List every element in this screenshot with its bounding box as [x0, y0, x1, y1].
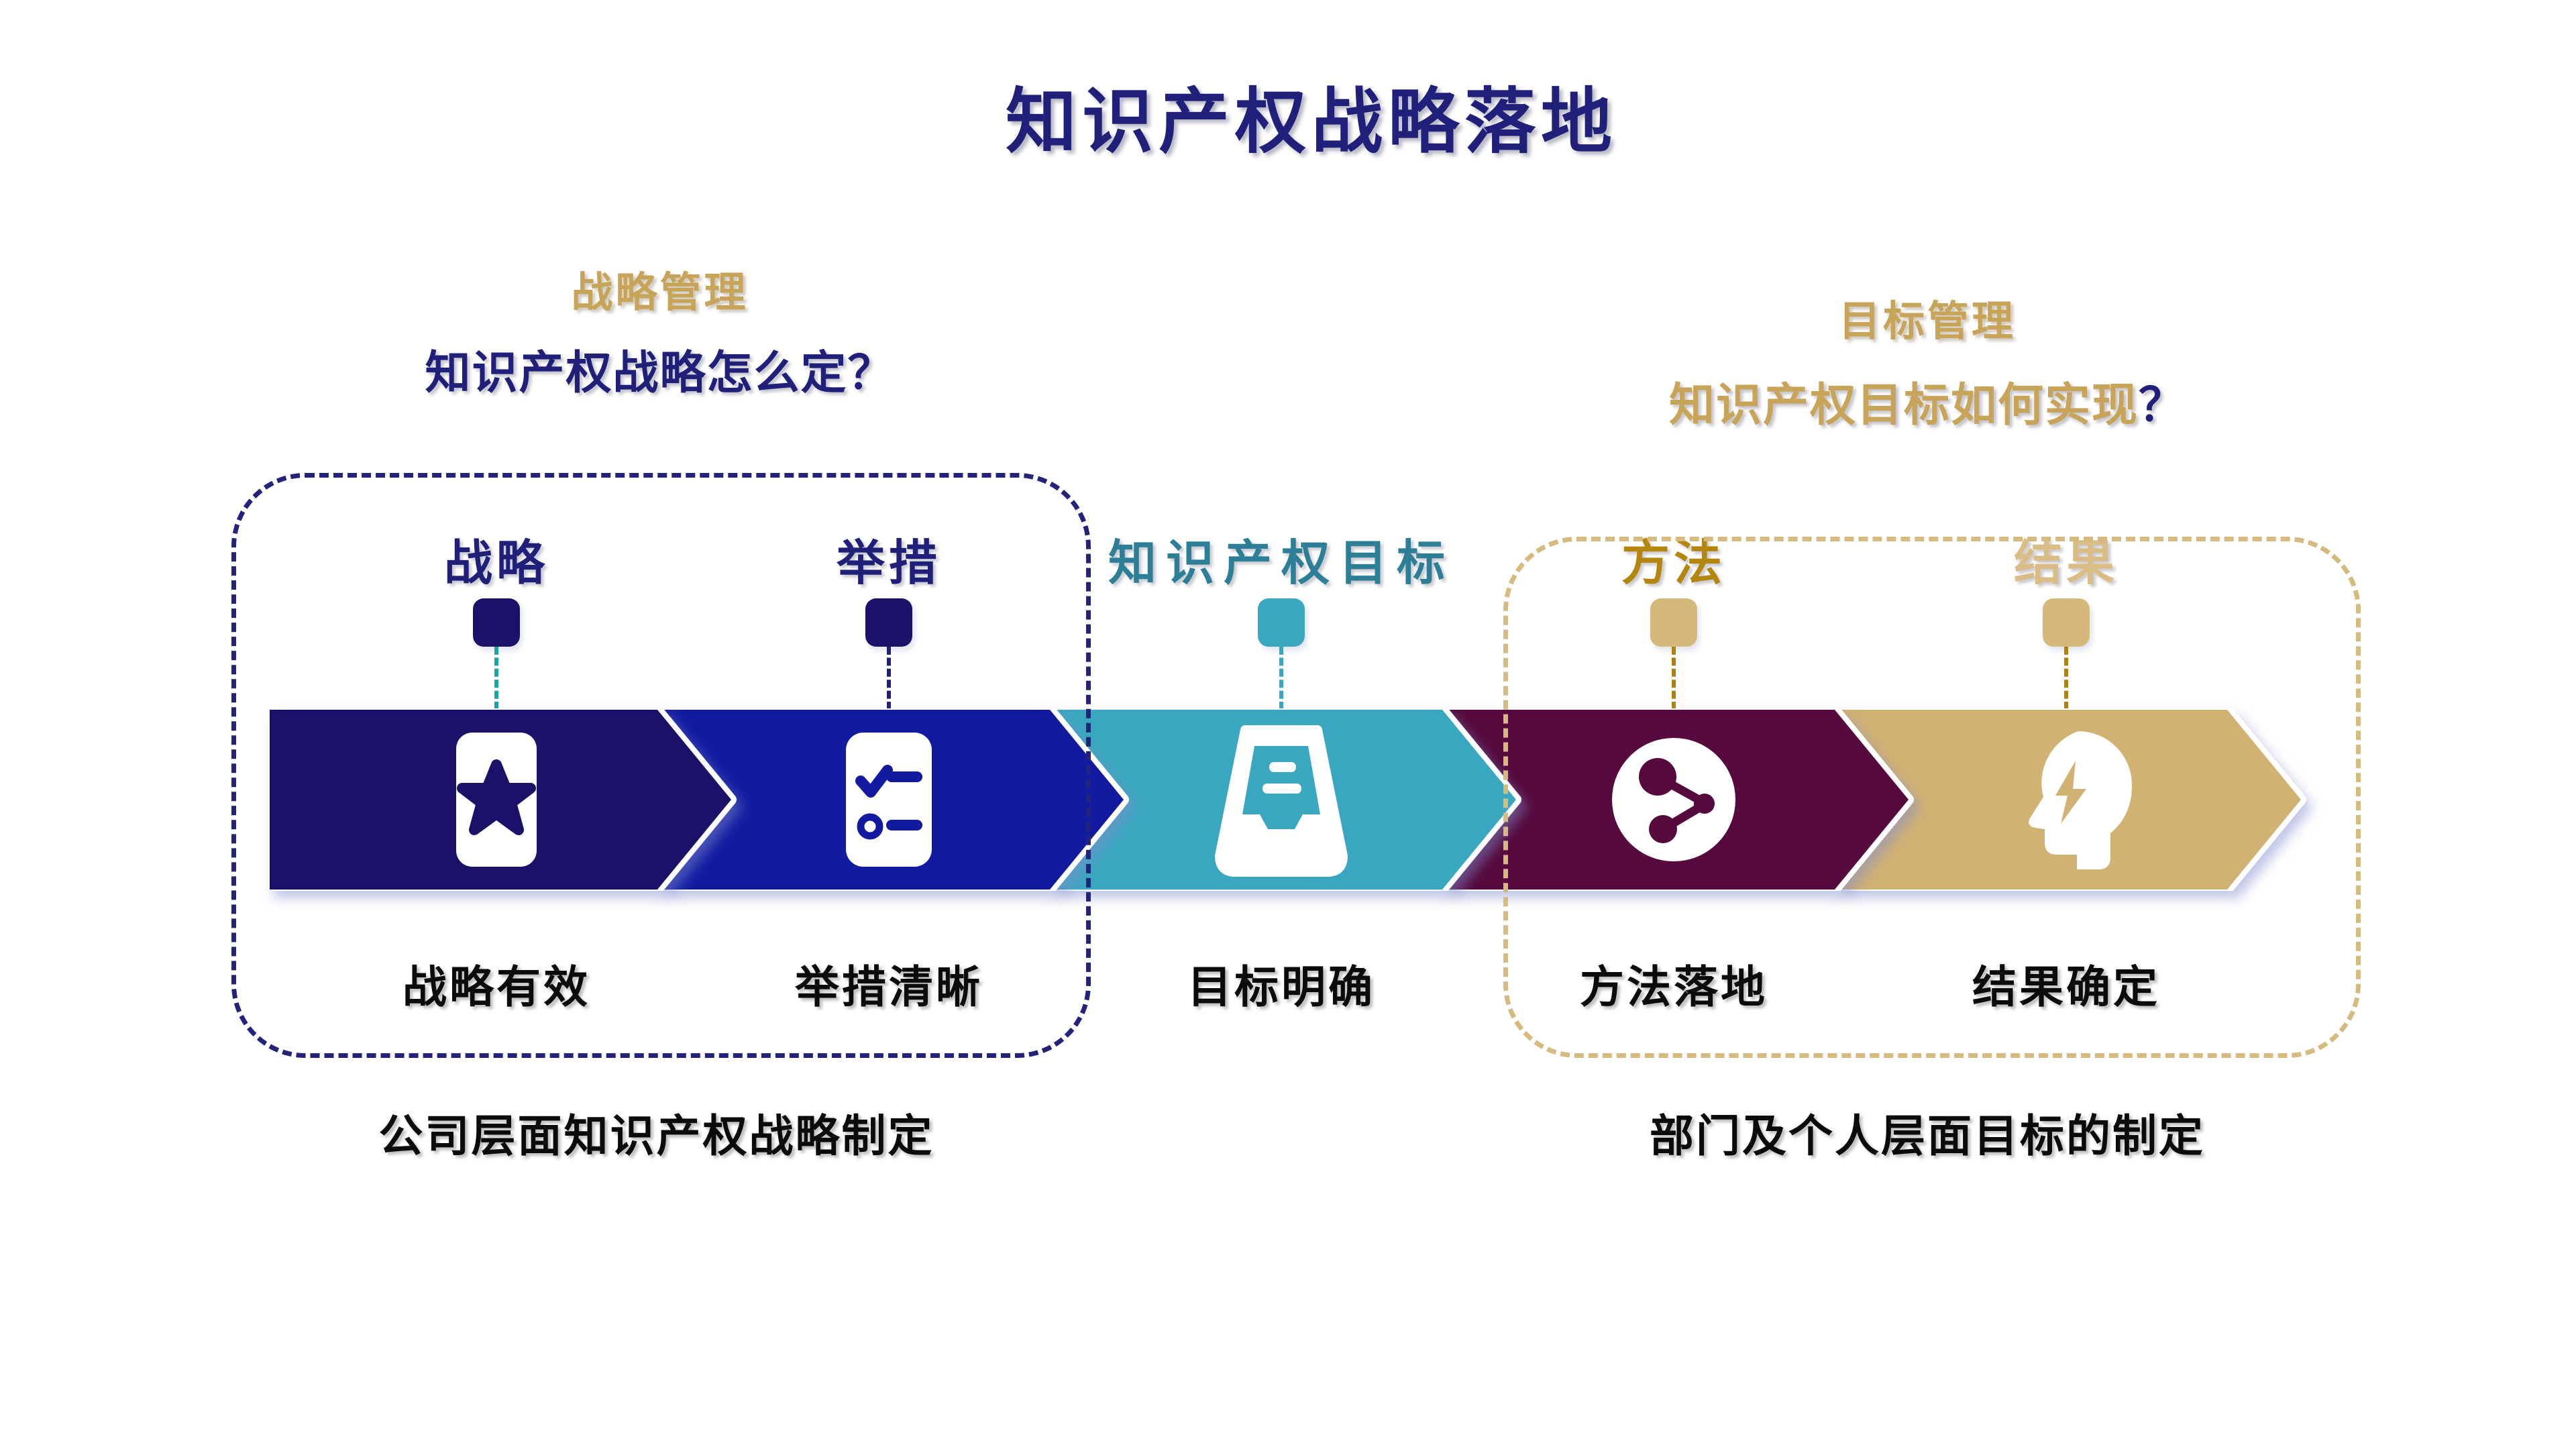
arrow-ip-goal	[1053, 708, 1521, 891]
goal-group-box	[1503, 537, 2361, 1058]
share-nodes-icon	[1612, 738, 1735, 861]
step-sublabel-result: 结果确定	[1972, 962, 2160, 1012]
goal-question-text: 知识产权目标如何实现	[1668, 380, 2139, 431]
step-sublabel-method: 方法落地	[1580, 962, 1768, 1012]
head-bolt-icon	[2029, 731, 2133, 869]
step-marker-strategy	[473, 598, 520, 647]
step-label-strategy: 战略	[443, 537, 549, 590]
step-label-result: 结果	[2013, 537, 2118, 590]
step-connector-method	[1672, 647, 1676, 710]
step-connector-measures	[887, 647, 891, 710]
goal-caption: 部门及个人层面目标的制定	[1650, 1111, 2205, 1161]
step-label-ip-goal: 知识产权目标	[1108, 537, 1454, 590]
step-label-method: 方法	[1621, 537, 1726, 590]
step-connector-ip-goal	[1279, 647, 1283, 710]
step-connector-strategy	[494, 647, 498, 710]
strategy-category-label: 战略管理	[571, 270, 749, 316]
goal-category-label: 目标管理	[1838, 299, 2016, 345]
step-sublabel-ip-goal: 目标明确	[1187, 962, 1375, 1012]
strategy-group-box	[231, 473, 1091, 1058]
goal-question: 知识产权目标如何实现？	[1463, 368, 2392, 434]
step-marker-measures	[865, 598, 912, 647]
checklist-icon	[846, 733, 932, 867]
step-sublabel-measures: 举措清晰	[795, 962, 983, 1012]
star-card-icon	[456, 733, 537, 867]
step-marker-ip-goal	[1258, 598, 1305, 647]
strategy-caption: 公司层面知识产权战略制定	[378, 1111, 934, 1161]
step-sublabel-strategy: 战略有效	[402, 962, 590, 1012]
page-title: 知识产权战略落地	[1006, 83, 1617, 162]
strategy-question: 知识产权战略怎么定？	[425, 347, 895, 398]
goal-question-mark: ？	[2139, 380, 2186, 431]
step-label-measures: 举措	[836, 537, 941, 590]
step-marker-result	[2043, 598, 2090, 647]
step-connector-result	[2064, 647, 2068, 710]
step-marker-method	[1650, 598, 1697, 647]
inbox-tray-icon	[1215, 725, 1348, 877]
arrow-strategy	[268, 708, 737, 891]
